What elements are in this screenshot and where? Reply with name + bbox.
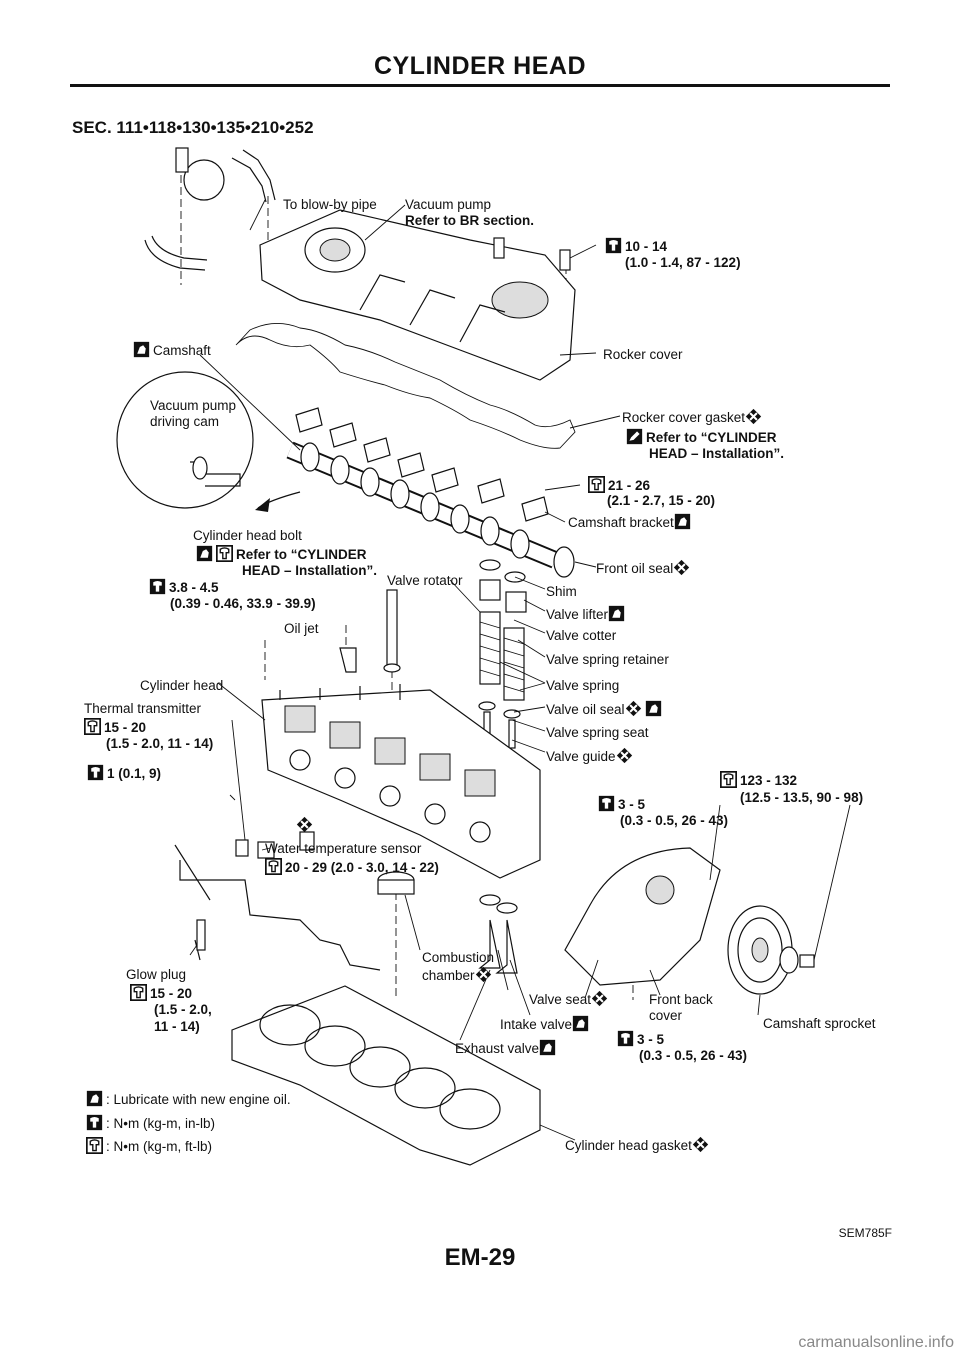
label-head-bolt-ref: Refer to “CYLINDER bbox=[196, 545, 367, 563]
oil-can-icon bbox=[572, 1015, 589, 1032]
label-shim: Shim bbox=[546, 584, 577, 599]
label-camshaft-bracket: Camshaft bracket bbox=[568, 513, 694, 531]
oil-can-icon bbox=[86, 1090, 103, 1107]
label-torque-10-14-values: (1.0 - 1.4, 87 - 122) bbox=[625, 255, 741, 270]
torque-ftlb-icon bbox=[86, 1114, 103, 1131]
label-torque-123-values: (12.5 - 13.5, 90 - 98) bbox=[740, 790, 864, 805]
torque-inlb-icon bbox=[265, 858, 282, 875]
figure-code: SEM785F bbox=[838, 1226, 892, 1240]
label-valve-spring-seat: Valve spring seat bbox=[546, 725, 649, 740]
torque-inlb-icon bbox=[588, 476, 605, 493]
torque-ftlb-icon bbox=[617, 1030, 634, 1047]
label-torque-3-5-values: (0.3 - 0.5, 26 - 43) bbox=[620, 813, 729, 828]
label-torque-15-20: 15 - 20 bbox=[84, 718, 146, 736]
label-torque-3-5-b-values: (0.3 - 0.5, 26 - 43) bbox=[639, 1048, 748, 1063]
pencil-icon bbox=[626, 428, 643, 445]
label-combustion-chamber-2: chamber bbox=[422, 966, 495, 984]
label-front-back-cover-2: cover bbox=[649, 1008, 683, 1023]
label-combustion-chamber: Combustion bbox=[422, 950, 495, 965]
replace-part-icon bbox=[616, 747, 633, 764]
label-cylinder-head-bolt: Cylinder head bolt bbox=[193, 528, 302, 543]
replace-part-icon bbox=[475, 966, 492, 983]
label-valve-seat: Valve seat bbox=[529, 990, 611, 1008]
oil-can-icon bbox=[539, 1039, 556, 1056]
replace-part-icon bbox=[673, 559, 690, 576]
label-cylinder-head: Cylinder head bbox=[140, 678, 224, 693]
label-valve-spring-retainer: Valve spring retainer bbox=[546, 652, 669, 667]
label-valve-oil-seal: Valve oil seal bbox=[546, 700, 665, 718]
torque-inlb-icon bbox=[130, 984, 147, 1001]
label-oil-jet: Oil jet bbox=[284, 621, 319, 636]
label-vacuum-cam-2: driving cam bbox=[150, 414, 220, 429]
label-head-bolt-ref-2: HEAD – Installation”. bbox=[242, 563, 378, 578]
label-rocker-gasket-ref-2: HEAD – Installation”. bbox=[649, 446, 785, 461]
torque-inlb-icon bbox=[720, 771, 737, 788]
oil-can-icon bbox=[608, 605, 625, 622]
label-torque-20-29: 20 - 29 (2.0 - 3.0, 14 - 22) bbox=[265, 858, 439, 876]
legend-nm-ftlb: : N•m (kg-m, ft-lb) bbox=[86, 1137, 212, 1155]
label-water-temp-sensor: Water temperature sensor bbox=[265, 841, 422, 856]
legend-oil: : Lubricate with new engine oil. bbox=[86, 1090, 291, 1108]
label-torque-3-5-b: 3 - 5 bbox=[617, 1030, 664, 1048]
section-codes: SEC. 111•118•130•135•210•252 bbox=[72, 118, 314, 137]
label-torque-15-20-values: (1.5 - 2.0, 11 - 14) bbox=[106, 736, 214, 751]
oil-can-icon bbox=[645, 700, 662, 717]
label-torque-21-26-values: (2.1 - 2.7, 15 - 20) bbox=[607, 493, 716, 508]
label-torque-38-45: 3.8 - 4.5 bbox=[149, 578, 219, 596]
replace-part-icon bbox=[296, 816, 316, 835]
label-front-oil-seal: Front oil seal bbox=[596, 559, 693, 577]
torque-inlb-icon bbox=[86, 1137, 103, 1154]
label-valve-spring: Valve spring bbox=[546, 678, 620, 693]
label-torque-3-5: 3 - 5 bbox=[598, 795, 645, 813]
replace-part-icon bbox=[692, 1136, 709, 1153]
label-front-back-cover: Front back bbox=[649, 992, 713, 1007]
page-number: EM-29 bbox=[444, 1244, 516, 1271]
label-glow-plug-torque-3: 11 - 14) bbox=[154, 1019, 200, 1034]
torque-ftlb-icon bbox=[87, 764, 104, 781]
label-rocker-cover: Rocker cover bbox=[603, 347, 683, 362]
label-exhaust-valve: Exhaust valve bbox=[455, 1039, 559, 1057]
torque-inlb-icon bbox=[84, 718, 101, 735]
oil-can-icon bbox=[674, 513, 691, 530]
label-glow-plug-torque: 15 - 20 bbox=[130, 984, 192, 1002]
label-torque-1: 1 (0.1, 9) bbox=[87, 764, 161, 782]
label-camshaft: Camshaft bbox=[133, 341, 211, 359]
label-torque-123-132: 123 - 132 bbox=[720, 771, 797, 789]
label-valve-guide: Valve guide bbox=[546, 747, 636, 765]
oil-can-icon bbox=[196, 545, 213, 562]
label-torque-38-45-values: (0.39 - 0.46, 33.9 - 39.9) bbox=[170, 596, 316, 611]
label-valve-rotator: Valve rotator bbox=[387, 573, 463, 588]
replace-part-icon bbox=[591, 990, 608, 1007]
label-intake-valve: Intake valve bbox=[500, 1015, 592, 1033]
label-valve-lifter: Valve lifter bbox=[546, 605, 628, 623]
label-vacuum-pump-ref: Refer to BR section. bbox=[405, 213, 535, 228]
footer-site[interactable]: carmanualsonline.info bbox=[798, 1334, 954, 1351]
legend-nm-inlb: : N•m (kg-m, in-lb) bbox=[86, 1114, 215, 1132]
torque-ftlb-icon bbox=[598, 795, 615, 812]
label-glow-plug-torque-2: (1.5 - 2.0, bbox=[154, 1002, 212, 1017]
label-rocker-gasket-ref: Refer to “CYLINDER bbox=[626, 428, 777, 446]
replace-gasket-icon bbox=[745, 408, 762, 425]
page-title: CYLINDER HEAD bbox=[373, 52, 587, 80]
label-vacuum-pump: Vacuum pump bbox=[405, 197, 492, 212]
label-glow-plug: Glow plug bbox=[126, 967, 187, 982]
torque-inlb-icon bbox=[216, 545, 233, 562]
torque-ftlb-icon bbox=[149, 578, 166, 595]
torque-ftlb-icon bbox=[605, 237, 622, 254]
label-torque-10-14: 10 - 14 bbox=[605, 237, 667, 255]
label-torque-21-26: 21 - 26 bbox=[588, 476, 650, 494]
oil-can-icon bbox=[133, 341, 150, 358]
label-thermal-transmitter: Thermal transmitter bbox=[84, 701, 202, 716]
header-rule bbox=[70, 84, 890, 87]
footer: carmanualsonline.info bbox=[0, 1330, 960, 1358]
label-camshaft-sprocket: Camshaft sprocket bbox=[763, 1016, 876, 1031]
label-rocker-cover-gasket: Rocker cover gasket bbox=[622, 408, 765, 426]
label-blowby-pipe: To blow-by pipe bbox=[283, 197, 377, 212]
replace-part-icon bbox=[625, 700, 642, 717]
label-valve-cotter: Valve cotter bbox=[546, 628, 617, 643]
label-vacuum-cam-1: Vacuum pump bbox=[150, 398, 237, 413]
label-cylinder-head-gasket: Cylinder head gasket bbox=[565, 1136, 712, 1154]
